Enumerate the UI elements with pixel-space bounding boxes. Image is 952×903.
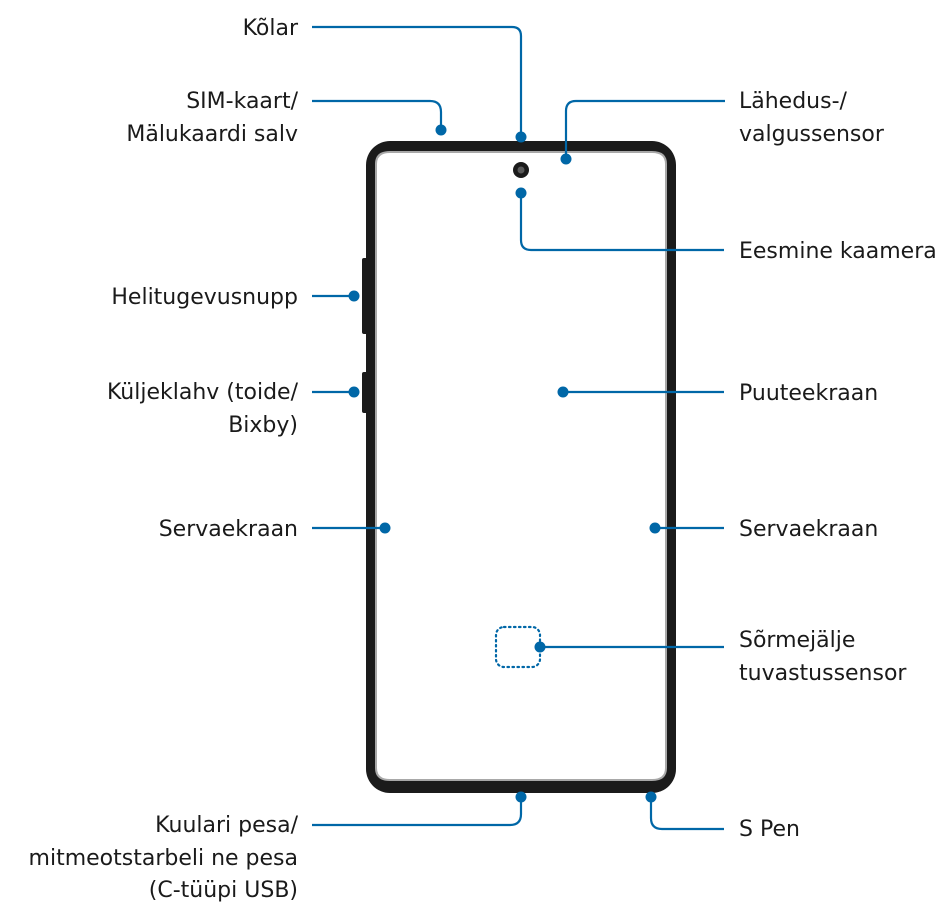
jack-label-line1: Kuulari pesa/ (155, 813, 298, 838)
spen-line (649, 797, 724, 831)
spen-dot (645, 791, 657, 803)
volume-dot (348, 290, 360, 302)
front-camera-line (519, 192, 724, 252)
jack-label-line3: (C-tüüpi USB) (149, 878, 298, 903)
touchscreen-dot (557, 386, 569, 398)
edge-right-dot (649, 522, 661, 534)
edge-right-label: Servaekraan (739, 517, 878, 542)
fingerprint-label-line2: tuvastussensor (739, 661, 907, 686)
kolar-label: Kõlar (243, 16, 299, 41)
camera-lens (517, 166, 525, 174)
jack-dot (515, 791, 527, 803)
edge-left-dot (379, 522, 391, 534)
touchscreen-label: Puuteekraan (739, 381, 878, 406)
spen-label: S Pen (739, 817, 800, 842)
phone-illustration (362, 141, 676, 793)
callout-lines (312, 25, 725, 831)
proximity-label-line2: valgussensor (739, 122, 885, 147)
jack-line (312, 797, 523, 827)
side-key-label-line2: Bixby) (228, 413, 298, 438)
side-key-label-line1: Küljeklahv (toide/ (107, 380, 299, 405)
edge-left-label: Servaekraan (159, 517, 298, 542)
proximity-dot (560, 153, 572, 165)
proximity-label-line1: Lähedus-/ (739, 89, 848, 114)
jack-label-line2: mitmeotstarbeli ne pesa (29, 846, 298, 871)
volume-label: Helitugevusnupp (111, 285, 298, 310)
kolar-dot (515, 131, 527, 143)
front-camera-label: Eesmine kaamera (739, 239, 937, 264)
sim-label-line2: Mälukaardi salv (126, 122, 298, 147)
kolar-line (312, 25, 523, 135)
sim-label-line1: SIM-kaart/ (186, 89, 298, 114)
right-labels: Lähedus-/ valgussensor Eesmine kaamera P… (739, 89, 937, 842)
callout-dots (348, 124, 661, 803)
fingerprint-label-line1: Sõrmejälje (739, 628, 855, 653)
side-key-dot (348, 386, 360, 398)
sim-line (312, 99, 443, 130)
front-camera-dot (515, 187, 527, 199)
phone-screen (375, 151, 667, 781)
fingerprint-dot (534, 641, 546, 653)
proximity-line (564, 99, 725, 158)
sim-dot (435, 124, 447, 136)
left-labels: Kõlar SIM-kaart/ Mälukaardi salv Helitug… (29, 16, 299, 903)
